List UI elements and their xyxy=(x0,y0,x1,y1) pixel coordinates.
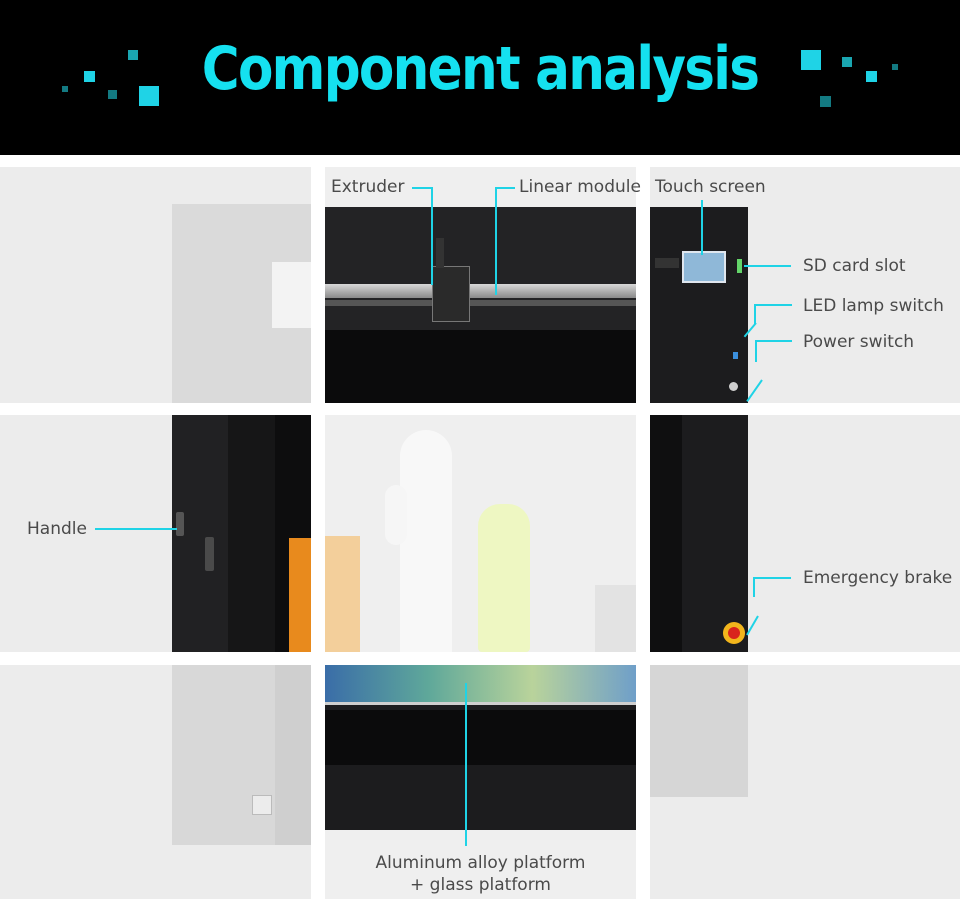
page-title: Component analysis xyxy=(201,34,760,104)
callout-line-emergency xyxy=(753,577,791,579)
printer-side-ghost xyxy=(272,262,311,328)
pixel-decoration xyxy=(108,90,117,99)
callout-line-extruder xyxy=(431,187,433,285)
printer-side-ghost xyxy=(650,665,748,797)
filament-spool xyxy=(289,538,311,652)
sd-card-slot xyxy=(737,259,742,273)
callout-line-platform xyxy=(465,683,467,846)
callout-line-power xyxy=(755,340,792,342)
pixel-decoration xyxy=(62,86,68,92)
callout-line-linear-module xyxy=(495,187,515,189)
linear-module-rail xyxy=(325,284,636,298)
printer-edge xyxy=(228,415,275,652)
label-led-lamp-switch: LED lamp switch xyxy=(803,296,944,316)
extruder-cable xyxy=(436,238,444,268)
orange-model xyxy=(325,536,360,652)
label-emergency-brake: Emergency brake xyxy=(803,568,953,588)
platform-edge xyxy=(325,702,636,705)
glass-platform xyxy=(325,665,636,702)
linear-module-rail xyxy=(325,300,636,306)
pixel-decoration xyxy=(128,50,138,60)
callout-line-emergency xyxy=(753,577,755,597)
callout-line-extruder xyxy=(412,187,432,189)
cactus-arm xyxy=(385,485,407,545)
cactus-model xyxy=(400,430,452,652)
printer-window xyxy=(650,415,682,652)
pixel-decoration xyxy=(842,57,852,67)
extruder-head xyxy=(432,266,470,322)
warning-sticker xyxy=(252,795,272,815)
printer-chamber xyxy=(325,330,636,403)
label-touch-screen: Touch screen xyxy=(655,177,766,197)
brand-logo xyxy=(655,258,679,268)
chamber-rod xyxy=(595,585,636,652)
pixel-decoration xyxy=(139,86,159,106)
printer-front-panel xyxy=(650,207,748,403)
label-platform-line1: Aluminum alloy platform xyxy=(375,853,586,873)
power-switch xyxy=(729,382,738,391)
callout-line-power xyxy=(755,340,757,362)
callout-line-linear-module xyxy=(495,187,497,295)
label-power-switch: Power switch xyxy=(803,332,915,352)
grid-divider xyxy=(0,155,960,167)
label-platform: Aluminum alloy platform + glass platform xyxy=(325,853,636,895)
grid-divider xyxy=(0,899,960,909)
handle xyxy=(176,512,184,536)
grid-divider xyxy=(311,155,325,909)
pixel-decoration xyxy=(820,96,831,107)
callout-line-handle xyxy=(95,528,177,530)
grid-divider xyxy=(0,652,960,665)
emergency-brake-button xyxy=(728,627,740,639)
label-handle: Handle xyxy=(27,519,87,539)
pixel-decoration xyxy=(892,64,898,70)
grid-divider xyxy=(636,155,650,909)
header-banner: Component analysis xyxy=(0,0,960,155)
handle xyxy=(205,537,214,571)
figurine-model xyxy=(478,504,530,652)
callout-line-touch-screen xyxy=(701,200,703,255)
label-platform-line2: + glass platform xyxy=(410,875,551,895)
grid-divider xyxy=(0,403,960,415)
touch-screen xyxy=(682,251,726,283)
label-extruder: Extruder xyxy=(331,177,405,197)
callout-line-led xyxy=(754,304,756,324)
callout-line-sd-card xyxy=(744,265,791,267)
printer-side-ghost xyxy=(275,665,311,845)
callout-line-led xyxy=(754,304,792,306)
pixel-decoration xyxy=(866,71,877,82)
led-switch xyxy=(733,352,738,359)
pixel-decoration xyxy=(801,50,821,70)
label-sd-card-slot: SD card slot xyxy=(803,256,906,276)
pixel-decoration xyxy=(84,71,95,82)
platform-frame xyxy=(325,710,636,765)
label-linear-module: Linear module xyxy=(519,177,641,197)
